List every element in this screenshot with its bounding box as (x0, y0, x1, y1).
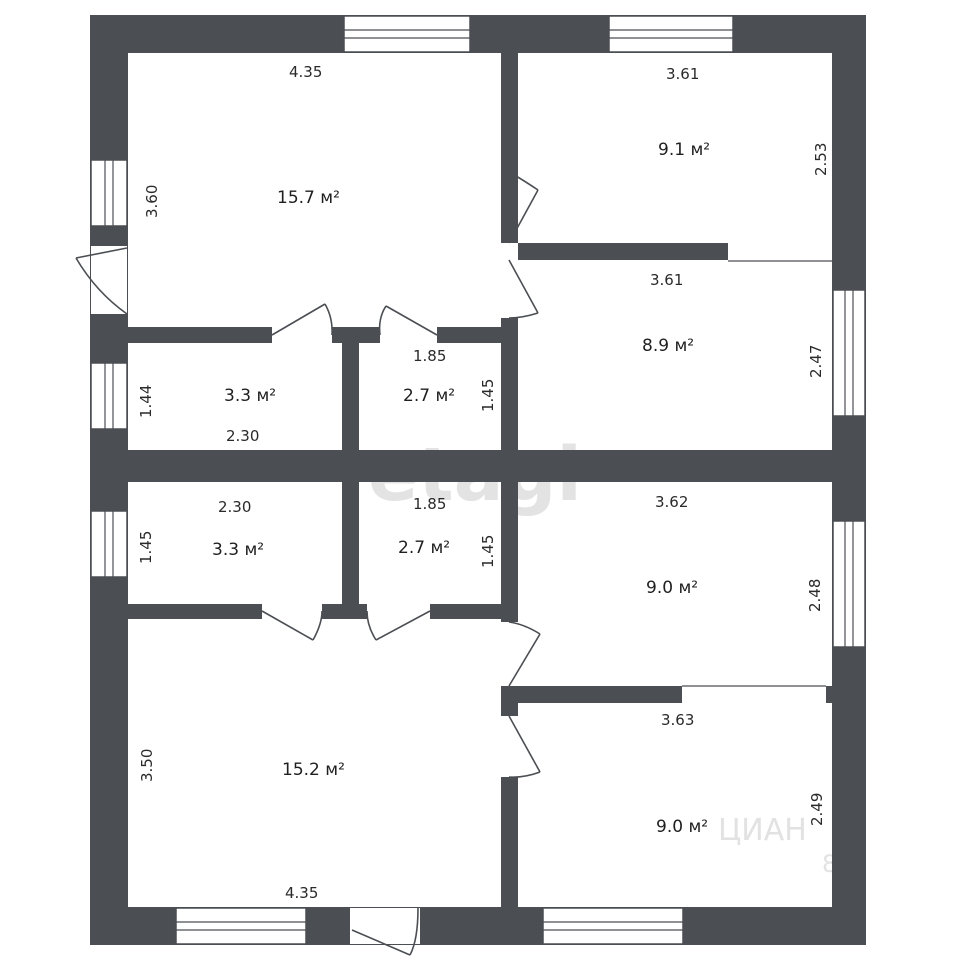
room-height-top-left: 3.60 (143, 185, 161, 218)
room-width-mid-lower-left: 2.30 (218, 498, 251, 516)
room-height-bottom-right-lower: 2.49 (808, 793, 826, 826)
room-area-bottom-right-lower: 9.0 м² (656, 817, 708, 837)
door (261, 610, 323, 641)
room-height-top-right-lower: 2.47 (807, 345, 825, 378)
room-area-bottom-left: 15.2 м² (282, 760, 345, 780)
room-width-bottom-right-upper: 3.62 (655, 493, 688, 511)
room-width-mid-upper-left: 2.30 (226, 427, 259, 445)
window (90, 362, 128, 430)
door (508, 621, 541, 687)
interior-walls (90, 53, 832, 907)
room-width-mid-upper-center: 1.85 (413, 347, 446, 365)
room-height-mid-upper-left: 1.44 (137, 385, 155, 418)
room-width-bottom-right-lower: 3.63 (661, 711, 694, 729)
room-width-bottom-left: 4.35 (285, 884, 318, 902)
room-area-mid-lower-left: 3.3 м² (212, 540, 264, 560)
window (343, 15, 471, 53)
cian-watermark: ЦИАН (718, 813, 807, 848)
room-area-mid-upper-left: 3.3 м² (224, 386, 276, 406)
room-width-mid-lower-center: 1.85 (413, 495, 446, 513)
window (90, 510, 128, 578)
room-width-top-right-lower: 3.61 (650, 271, 683, 289)
room-width-top-right-upper: 3.61 (666, 65, 699, 83)
room-height-mid-upper-center: 1.45 (479, 379, 497, 412)
window (832, 289, 866, 417)
room-area-mid-upper-center: 2.7 м² (403, 386, 455, 406)
window (175, 907, 307, 945)
room-height-top-right-upper: 2.53 (812, 143, 830, 176)
door (508, 715, 541, 778)
entrance-door (75, 246, 128, 315)
room-area-top-right-lower: 8.9 м² (642, 336, 694, 356)
room-width-top-left: 4.35 (289, 63, 322, 81)
window (542, 907, 684, 945)
window (608, 15, 734, 53)
door (366, 610, 431, 641)
room-area-top-left: 15.7 м² (277, 188, 340, 208)
door (271, 303, 333, 336)
room-area-mid-lower-center: 2.7 м² (398, 538, 450, 558)
entrance-door (350, 907, 420, 956)
room-height-mid-lower-center: 1.45 (479, 535, 497, 568)
room-area-top-right-upper: 9.1 м² (658, 140, 710, 160)
door (508, 259, 539, 319)
room-height-mid-lower-left: 1.45 (137, 531, 155, 564)
room-area-bottom-right-upper: 9.0 м² (646, 578, 698, 598)
door (378, 305, 438, 336)
window (90, 159, 128, 227)
door (508, 171, 539, 244)
room-height-bottom-right-upper: 2.48 (806, 579, 824, 612)
window (832, 520, 866, 648)
room-height-bottom-left: 3.50 (138, 749, 156, 782)
